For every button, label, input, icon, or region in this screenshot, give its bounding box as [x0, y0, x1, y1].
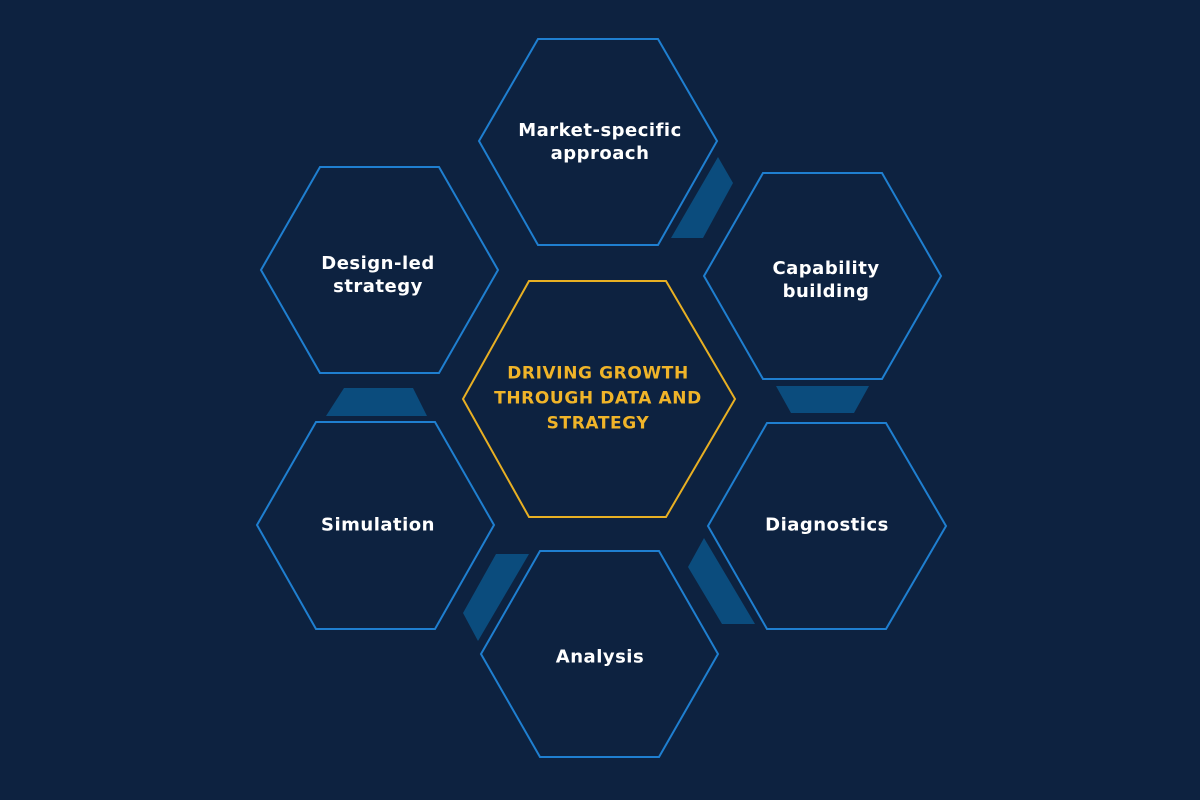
- node-label-design: Design-led strategy: [321, 253, 435, 297]
- connector-capability-diagnostics: [776, 386, 869, 413]
- node-label-market: Market-specific approach: [518, 120, 682, 164]
- node-label-diagnostics: Diagnostics: [765, 514, 889, 536]
- hexagon-diagnostics: [706, 422, 948, 630]
- hexagon-analysis: [479, 550, 720, 758]
- hexagon-simulation: [255, 421, 496, 630]
- node-label-simulation: Simulation: [321, 514, 435, 536]
- hexagon-design-led: [259, 166, 500, 374]
- connector-simulation-design: [326, 388, 427, 416]
- connector-market-capability: [671, 157, 733, 238]
- connector-diagnostics-analysis: [688, 538, 755, 624]
- connector-analysis-simulation: [463, 554, 529, 641]
- node-label-analysis: Analysis: [555, 646, 645, 668]
- node-label-capability: Capability building: [772, 258, 880, 302]
- hexagon-market-specific: [477, 38, 719, 246]
- center-label: DRIVING GROWTH THROUGH DATA AND STRATEGY: [494, 363, 702, 434]
- hexagon-capability-building: [702, 172, 943, 380]
- hexagon-center: [461, 280, 737, 518]
